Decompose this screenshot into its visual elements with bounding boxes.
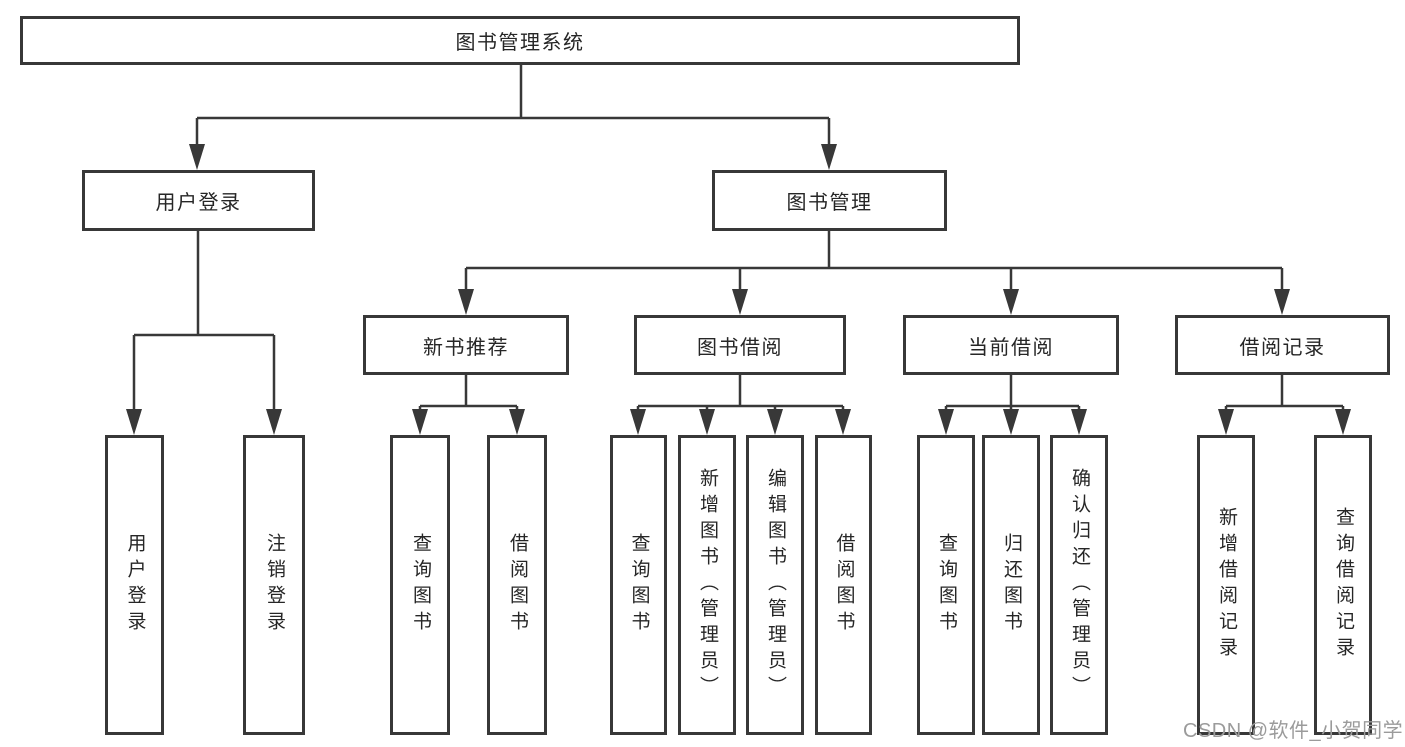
csdn-watermark: CSDN @软件_小贺同学 [1183,720,1404,742]
leaf-edit-books-admin: 编辑图书（管理员） [746,435,804,735]
leaf-label: 查询图书 [628,533,650,637]
node-label: 用户登录 [155,192,242,214]
leaf-add-borrow-record: 新增借阅记录 [1197,435,1255,735]
leaf-add-books-admin: 新增图书（管理员） [678,435,736,735]
leaf-user-login: 用户登录 [105,435,164,735]
leaf-label: 新增图书（管理员） [696,468,718,702]
node-book-management: 图书管理 [712,170,947,231]
node-current-borrowing: 当前借阅 [903,315,1119,375]
node-new-book-recommendation: 新书推荐 [363,315,569,375]
leaf-label: 注销登录 [263,533,285,637]
leaf-label: 借阅图书 [833,533,855,637]
node-label: 图书借阅 [697,336,783,359]
node-label: 当前借阅 [968,336,1054,359]
leaf-label: 查询借阅记录 [1332,507,1354,663]
leaf-label: 借阅图书 [506,533,528,637]
node-user-login: 用户登录 [82,170,315,231]
arrowhead-icons [126,144,1351,435]
node-book-borrowing: 图书借阅 [634,315,846,375]
leaf-label: 新增借阅记录 [1215,507,1237,663]
leaf-label: 查询图书 [935,533,957,637]
leaf-logout: 注销登录 [243,435,305,735]
leaf-confirm-return-admin: 确认归还（管理员） [1050,435,1108,735]
node-label: 图书管理系统 [455,32,585,54]
leaf-label: 确认归还（管理员） [1068,468,1090,702]
leaf-query-borrow-record: 查询借阅记录 [1314,435,1372,735]
leaf-borrow-books: 借阅图书 [815,435,872,735]
node-label: 新书推荐 [423,336,509,359]
node-label: 图书管理 [786,192,873,214]
leaf-label: 归还图书 [1000,533,1022,637]
leaf-query-books-borrow: 查询图书 [610,435,667,735]
leaf-query-books-current: 查询图书 [917,435,975,735]
node-library-management-system: 图书管理系统 [20,16,1020,65]
leaf-label: 查询图书 [409,533,431,637]
leaf-label: 编辑图书（管理员） [764,468,786,702]
node-borrowing-records: 借阅记录 [1175,315,1390,375]
node-label: 借阅记录 [1239,336,1326,359]
leaf-query-books-recommend: 查询图书 [390,435,450,735]
leaf-borrow-books-recommend: 借阅图书 [487,435,547,735]
leaf-label: 用户登录 [124,533,146,637]
leaf-return-books: 归还图书 [982,435,1040,735]
